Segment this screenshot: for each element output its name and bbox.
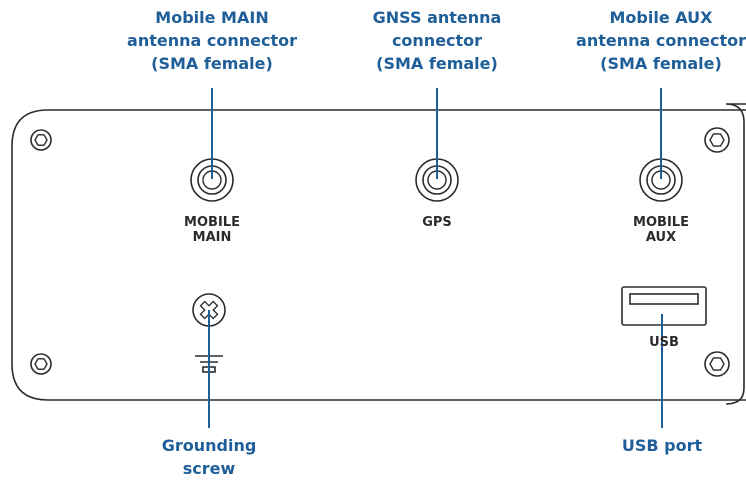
callout-line: screw [182,459,236,478]
callout-line: Mobile MAIN [155,8,269,27]
hex-screw-icon [30,129,52,151]
callout-usb: USB port [582,434,742,457]
callout-line: connector [391,31,483,50]
hex-screw-icon [704,351,730,377]
callout-line: GNSS antenna [372,8,502,27]
leader-lines [208,88,663,428]
hex-screw-icon [30,353,52,375]
callout-line: Mobile AUX [609,8,713,27]
callout-line: USB port [621,436,703,455]
panel-label-line: MOBILE [633,215,689,230]
device-panel-outline [11,109,746,401]
callout-line: (SMA female) [151,54,273,73]
panel-label-usb: USB [614,335,714,350]
callout-gnss: GNSS antenna connector (SMA female) [337,6,537,75]
callout-line: antenna connector [576,31,746,50]
panel-label-line: USB [649,335,679,350]
hex-screw-icon [704,127,730,153]
panel-label-gps: GPS [387,215,487,230]
callout-line: (SMA female) [600,54,722,73]
panel-label-line: MOBILE [184,215,240,230]
device-panel-bevel [725,103,746,405]
callout-line: antenna connector [127,31,297,50]
callout-mobile-aux: Mobile AUX antenna connector (SMA female… [561,6,746,75]
usb-port-icon [621,286,707,326]
panel-label-line: GPS [422,215,452,230]
panel-label-mobile-main: MOBILE MAIN [162,215,262,245]
panel-label-mobile-aux: MOBILE AUX [611,215,711,245]
callout-line: (SMA female) [376,54,498,73]
callout-grounding: Grounding screw [129,434,289,480]
panel-label-line: MAIN [192,230,232,245]
callout-mobile-main: Mobile MAIN antenna connector (SMA femal… [112,6,312,75]
panel-label-line: AUX [645,230,677,245]
callout-line: Grounding [161,436,257,455]
